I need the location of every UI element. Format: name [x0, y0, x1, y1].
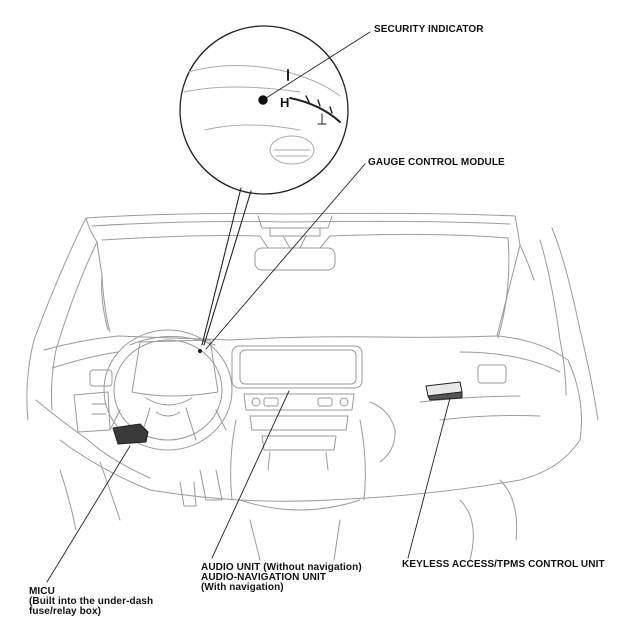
- leader-security: [262, 31, 371, 101]
- label-gauge-control-module: GAUGE CONTROL MODULE: [368, 157, 505, 168]
- magnifier-stems: [201, 187, 252, 346]
- leader-micu: [46, 445, 131, 583]
- gauge-magnified: [179, 25, 349, 195]
- leader-lines: [46, 31, 451, 583]
- label-micu-detail-1: (Built into the under-dash: [29, 596, 154, 607]
- label-keyless-access-tpms: KEYLESS ACCESS/TPMS CONTROL UNIT: [402, 559, 605, 570]
- leader-keyless: [407, 397, 451, 559]
- label-micu-title: MICU: [29, 586, 55, 597]
- label-audio-navigation-note: (With navigation): [201, 582, 284, 593]
- dashboard: [35, 335, 582, 502]
- center-stack: [230, 345, 366, 501]
- lower-area: [59, 461, 518, 561]
- label-security-indicator: SECURITY INDICATOR: [374, 24, 484, 35]
- steering-wheel: [103, 329, 233, 451]
- rearview-mirror: [254, 215, 336, 271]
- leader-gauge: [205, 163, 366, 350]
- label-audio-navigation-unit: AUDIO-NAVIGATION UNIT: [201, 572, 327, 583]
- security-indicator-dot: [258, 95, 268, 105]
- leader-audio: [211, 390, 290, 559]
- label-micu-detail-2: fuse/relay box): [29, 606, 102, 617]
- label-audio-unit: AUDIO UNIT (Without navigation): [201, 562, 362, 573]
- a-pillars: [26, 217, 599, 421]
- windshield: [85, 212, 535, 339]
- gauge-h-glyph: H: [280, 95, 290, 110]
- components: [112, 348, 463, 445]
